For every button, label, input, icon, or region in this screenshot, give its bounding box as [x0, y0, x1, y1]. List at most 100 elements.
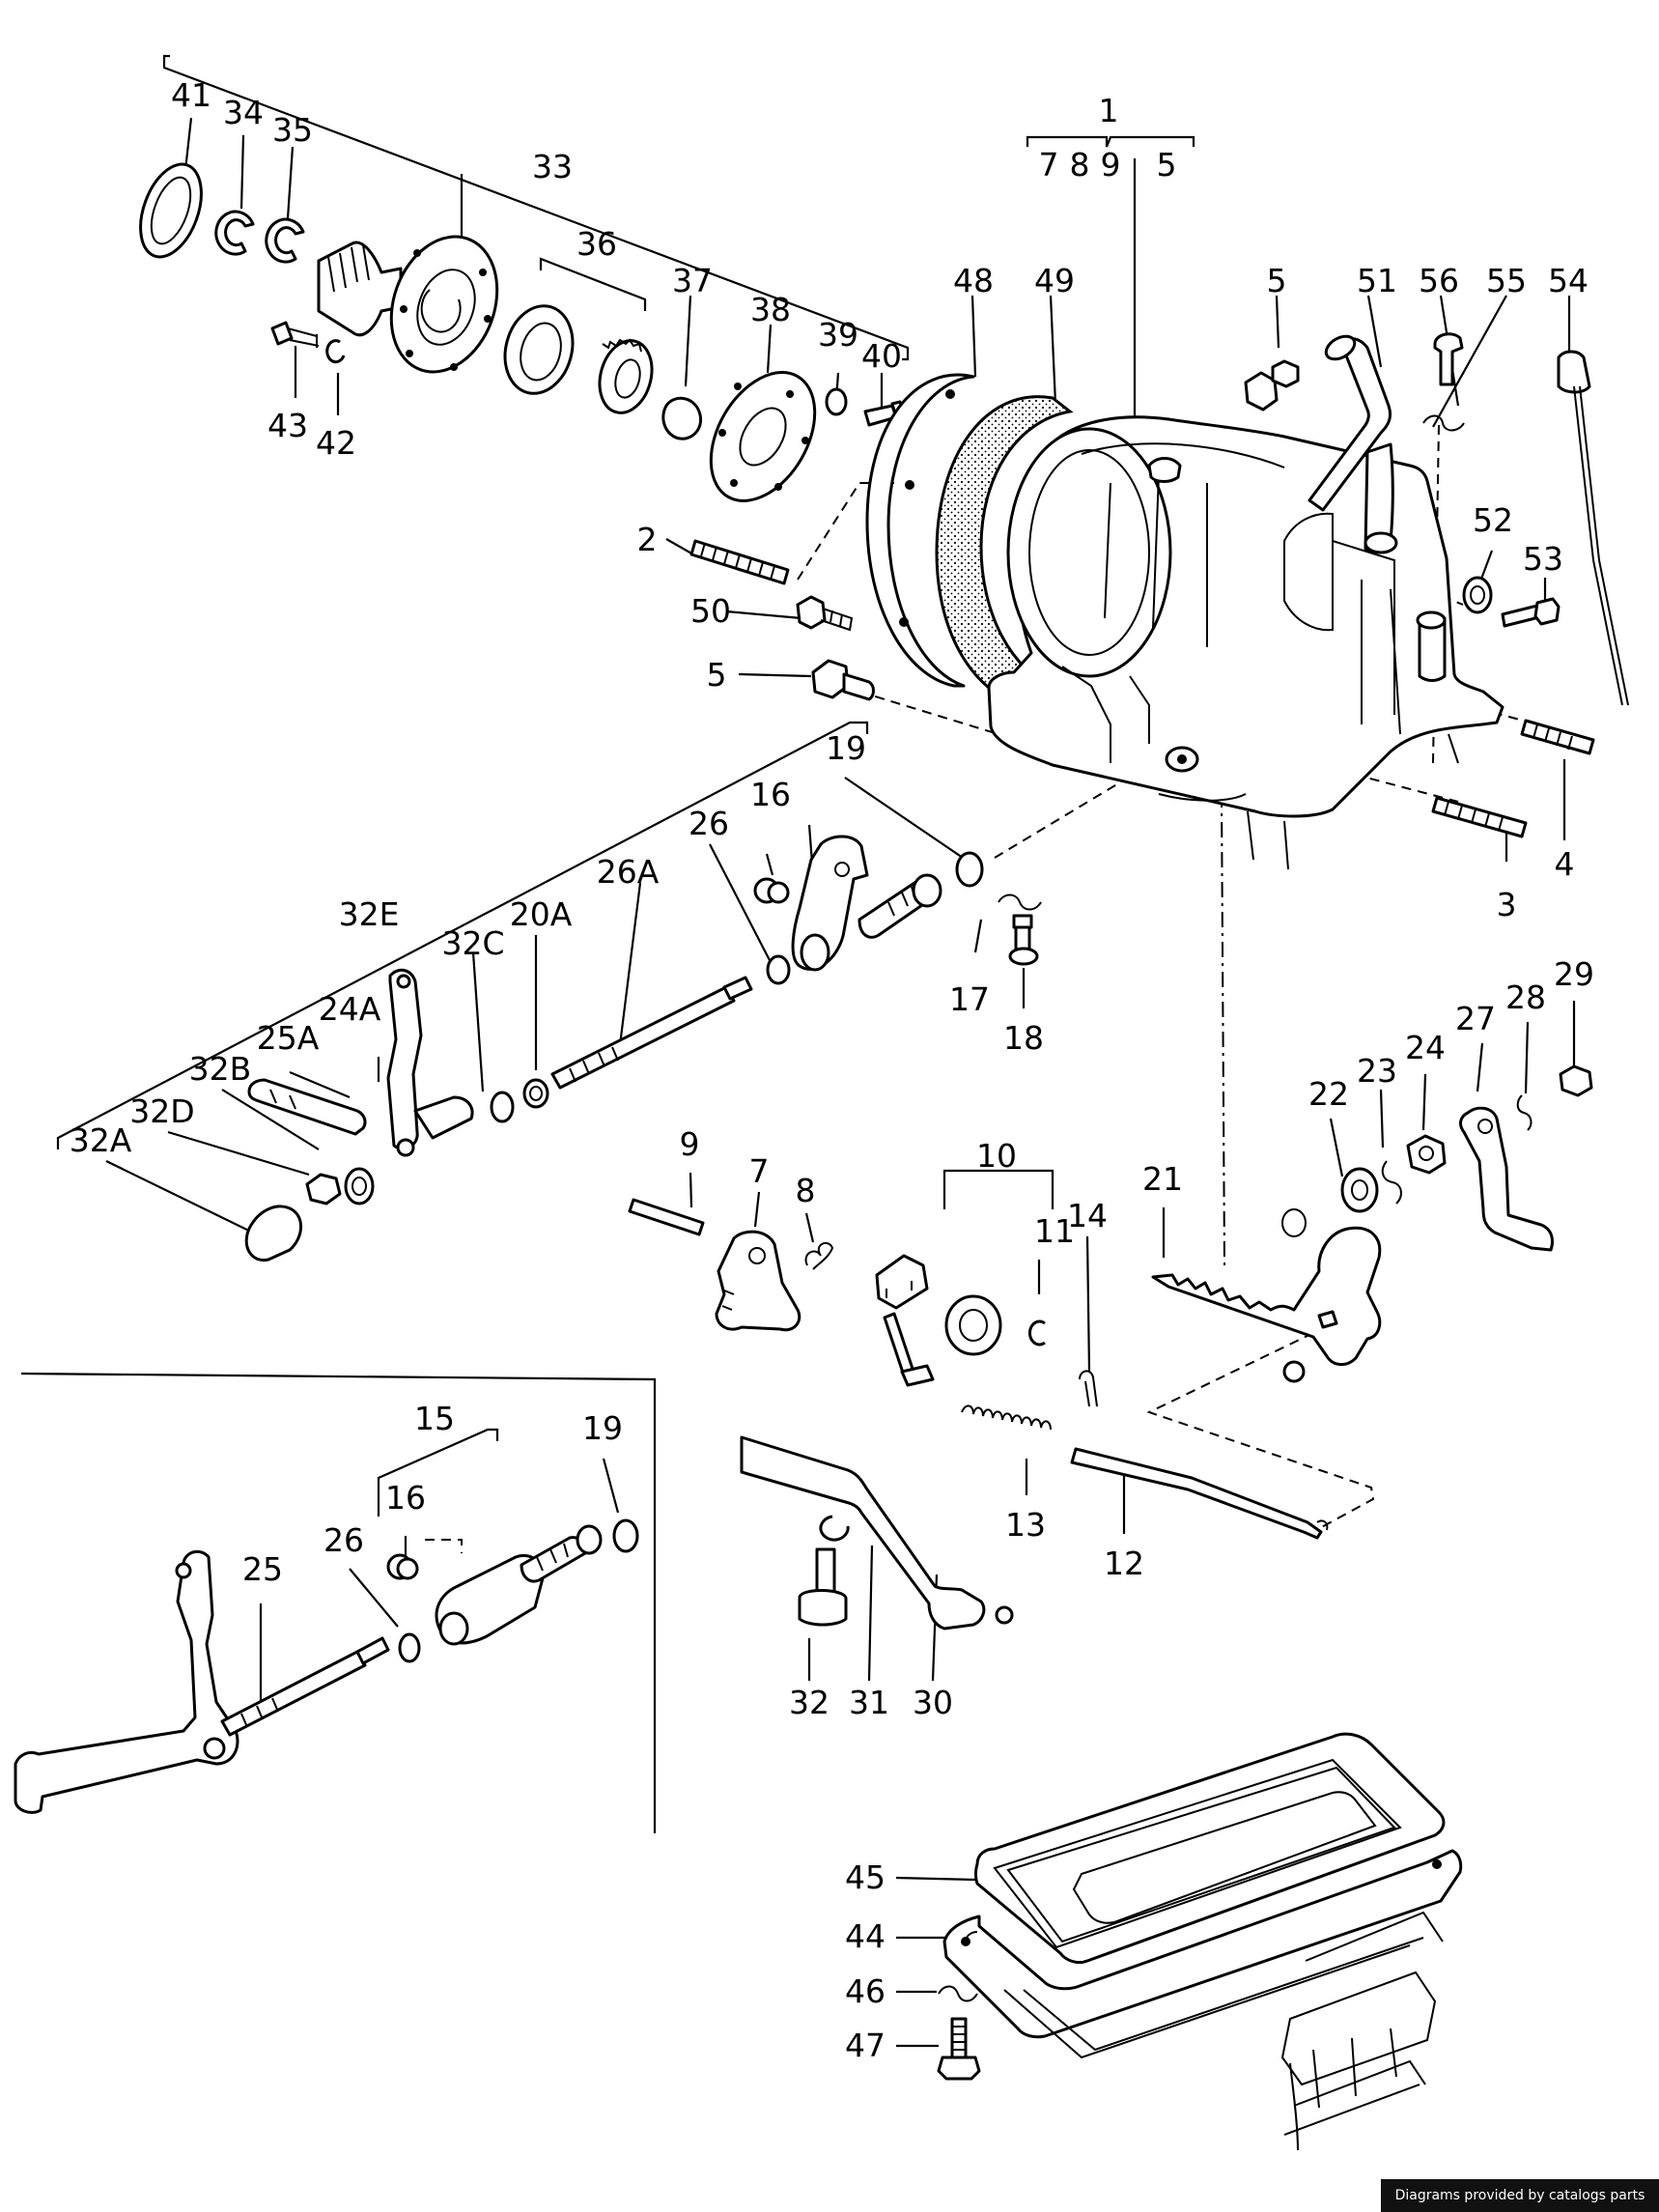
rod-12 — [1070, 1447, 1329, 1540]
seal-32C — [490, 1091, 515, 1123]
bolt-50 — [796, 595, 854, 632]
callout-label: 34 — [223, 94, 264, 131]
callout-labels: 1 7 8 9 5 41 34 35 33 36 37 38 39 40 43 … — [70, 76, 1594, 2064]
callout-label: 7 — [749, 1152, 770, 1190]
callout-label: 54 — [1548, 262, 1589, 299]
callout-label: 5 — [707, 656, 727, 694]
selector-lever-unit — [791, 835, 942, 972]
bolt-53 — [1501, 597, 1561, 628]
detent-assembly-10 — [875, 1254, 1002, 1387]
callout-label: 33 — [532, 148, 573, 185]
detent-plate-21 — [1151, 1208, 1382, 1383]
stud-2 — [689, 539, 790, 585]
callout-label: 28 — [1505, 978, 1546, 1016]
callout-label: 41 — [171, 76, 211, 114]
pin-9 — [628, 1198, 705, 1236]
oil-pan-assembly — [942, 1732, 1463, 2151]
callout-label: 16 — [750, 776, 791, 813]
callout-label: 40 — [861, 337, 902, 375]
washer-42 — [325, 339, 346, 364]
circlip-34 — [214, 210, 255, 256]
callout-label: 11 — [1034, 1212, 1075, 1250]
cotter-pin-14 — [1079, 1370, 1098, 1407]
callout-label: 44 — [845, 1917, 886, 1955]
callout-label: 18 — [1003, 1019, 1044, 1057]
clip-28 — [1516, 1094, 1532, 1131]
callout-label: 24A — [319, 990, 381, 1028]
nut-16 — [753, 877, 790, 904]
callout-label: 32D — [129, 1092, 194, 1130]
callout-label: 43 — [267, 407, 308, 444]
plug-5-top — [1244, 359, 1300, 411]
callout-label: 39 — [818, 316, 858, 354]
detent-lever-7 — [715, 1230, 801, 1332]
spring-8 — [804, 1241, 834, 1270]
leader-lines — [105, 117, 1576, 2048]
callout-label: 55 — [1486, 262, 1527, 299]
callout-label: 16 — [385, 1479, 426, 1517]
group-brackets — [20, 54, 1195, 1833]
callout-label: 1 — [1099, 92, 1119, 129]
callout-label: 25 — [242, 1550, 283, 1588]
clip-23 — [1381, 1160, 1402, 1205]
callout-label: 47 — [845, 2027, 886, 2064]
callout-label: 25A — [257, 1019, 320, 1057]
gasket-48 — [865, 373, 975, 688]
circlip-11 — [1027, 1319, 1046, 1347]
callout-label: 12 — [1104, 1545, 1144, 1582]
lever-27 — [1459, 1106, 1555, 1252]
callout-label: 8 — [1070, 146, 1090, 184]
callout-label: 27 — [1455, 1000, 1496, 1037]
callout-label: 3 — [1497, 886, 1517, 923]
bolt-56 — [1433, 332, 1464, 386]
lever-24A — [386, 968, 474, 1157]
callout-label: 9 — [680, 1125, 700, 1163]
callout-label: 48 — [953, 262, 994, 299]
callout-label: 32 — [789, 1684, 830, 1721]
dipstick-tube-51 — [1308, 334, 1398, 554]
callout-label: 8 — [796, 1172, 816, 1209]
washer-20A — [522, 1078, 549, 1109]
nut-32D — [305, 1173, 342, 1205]
callout-label: 45 — [845, 1858, 886, 1896]
callout-label: 51 — [1357, 262, 1397, 299]
flange-assembly-33 — [317, 235, 499, 374]
bolt-32 — [798, 1547, 848, 1627]
shaft-26A — [550, 976, 753, 1090]
callout-label: 32E — [339, 895, 400, 933]
callout-label: 30 — [913, 1684, 953, 1721]
screw-18 — [1008, 914, 1039, 966]
snap-ring-41 — [139, 162, 203, 259]
callout-label: 5 — [1157, 146, 1177, 184]
callout-label: 23 — [1357, 1052, 1397, 1090]
callout-label: 4 — [1555, 845, 1575, 883]
nut-24 — [1406, 1134, 1447, 1175]
callout-label: 26 — [689, 805, 729, 842]
callout-label: 38 — [750, 291, 791, 328]
callout-label: 53 — [1523, 540, 1563, 578]
callout-label: 35 — [272, 111, 313, 149]
inset-selector-assembly — [14, 1518, 639, 1814]
watermark-credit: Diagrams provided by catalogs parts — [1381, 2179, 1659, 2212]
callout-label: 26 — [323, 1521, 364, 1559]
plate-38 — [709, 371, 817, 502]
callout-label: 10 — [976, 1137, 1017, 1175]
callout-label: 5 — [1267, 262, 1287, 299]
callout-label: 56 — [1419, 262, 1459, 299]
callout-label: 15 — [414, 1400, 455, 1437]
spring-13 — [961, 1404, 1052, 1431]
callout-label: 19 — [826, 729, 866, 767]
callout-label: 24 — [1405, 1029, 1446, 1066]
circlip-31 — [819, 1515, 850, 1542]
callout-label: 26A — [597, 853, 660, 891]
callout-label: 2 — [637, 521, 658, 558]
bolt-47 — [937, 2017, 981, 2081]
callout-label: 31 — [849, 1684, 889, 1721]
callout-label: 29 — [1554, 955, 1594, 993]
callout-label: 14 — [1067, 1197, 1108, 1234]
callout-label: 13 — [1005, 1506, 1046, 1544]
callout-label: 49 — [1034, 262, 1075, 299]
callout-label: 42 — [316, 424, 356, 462]
retainer-37 — [661, 396, 702, 440]
